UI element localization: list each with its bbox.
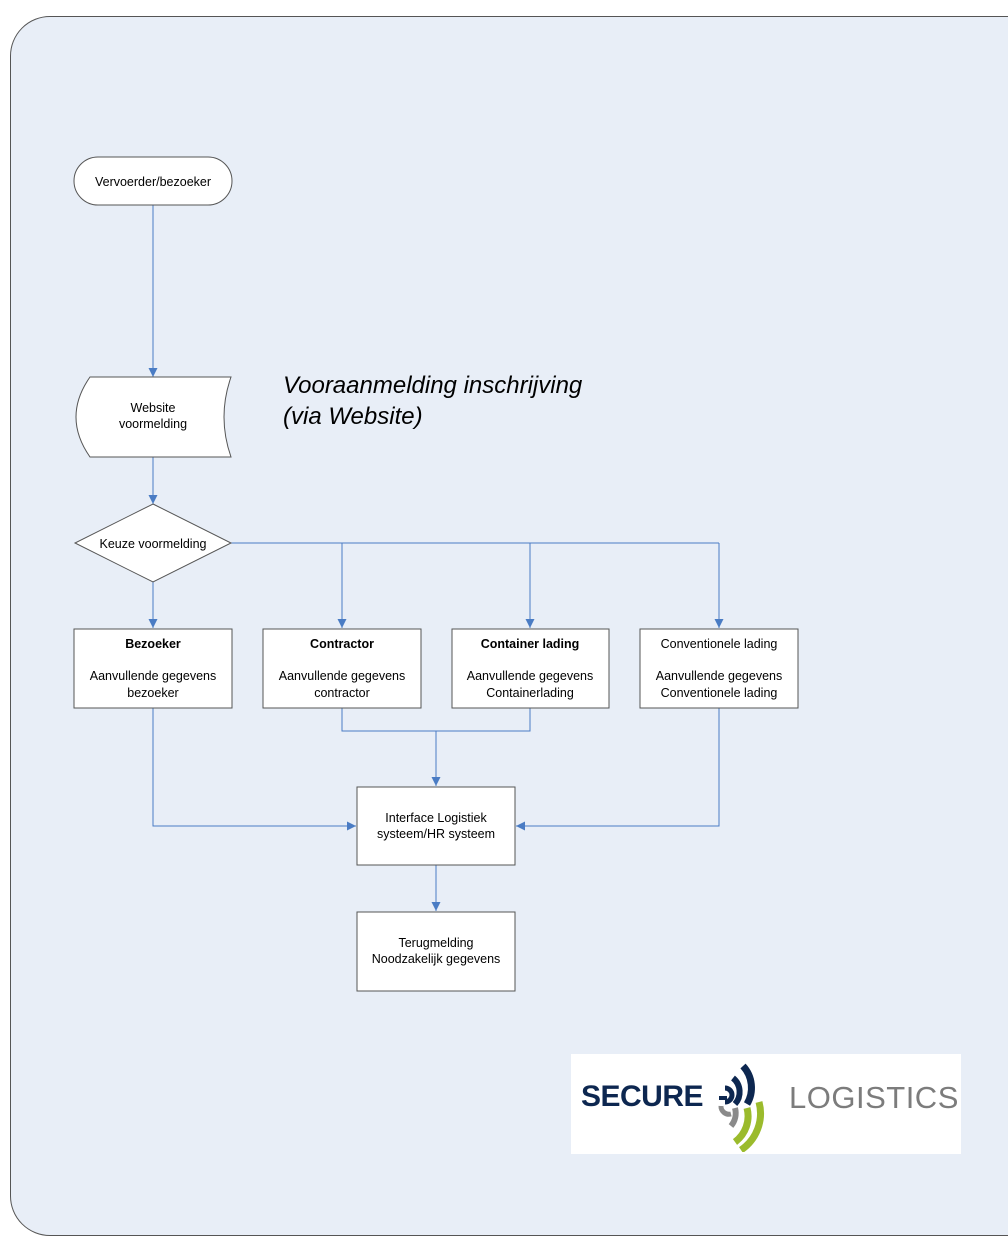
logo-word-logistics: LOGISTICS xyxy=(789,1080,959,1115)
node-container-line2: Containerlading xyxy=(486,686,574,700)
connector-contractor-container-merge xyxy=(341,708,531,732)
node-start-label: Vervoerder/bezoeker xyxy=(95,175,211,189)
node-interface-line2: systeem/HR systeem xyxy=(377,827,495,841)
signal-waves-icon xyxy=(718,1063,765,1152)
diagram-panel xyxy=(10,16,1008,1236)
heading-line1: Vooraanmelding inschrijving xyxy=(283,372,583,399)
heading-line2: (via Website) xyxy=(283,403,423,430)
node-website: Website voormelding xyxy=(75,376,232,458)
connectors xyxy=(148,205,724,911)
node-contractor: Contractor Aanvullende gegevens contract… xyxy=(262,628,422,709)
node-website-line1: Website xyxy=(131,401,176,415)
node-container-title: Container lading xyxy=(481,637,580,651)
node-bezoeker-title: Bezoeker xyxy=(125,637,181,651)
node-conventioneel: Conventionele lading Aanvullende gegeven… xyxy=(639,628,799,709)
node-bezoeker-line2: bezoeker xyxy=(127,686,178,700)
node-conventioneel-line1: Aanvullende gegevens xyxy=(656,669,783,683)
node-start: Vervoerder/bezoeker xyxy=(73,156,233,206)
node-conventioneel-title: Conventionele lading xyxy=(661,637,778,651)
node-conventioneel-line2: Conventionele lading xyxy=(661,686,778,700)
connector-bezoeker-interface xyxy=(152,708,356,831)
flowchart: Vervoerder/bezoeker Website voormelding … xyxy=(73,156,799,992)
node-contractor-line2: contractor xyxy=(314,686,370,700)
node-contractor-title: Contractor xyxy=(310,637,374,651)
node-bezoeker-line1: Aanvullende gegevens xyxy=(90,669,217,683)
node-website-line2: voormelding xyxy=(119,417,187,431)
node-decision: Keuze voormelding xyxy=(73,503,233,583)
node-container-line1: Aanvullende gegevens xyxy=(467,669,594,683)
node-interface-line1: Interface Logistiek xyxy=(385,811,487,825)
secure-logistics-logo: SECURE LOGISTICS xyxy=(571,1054,961,1154)
node-decision-label: Keuze voormelding xyxy=(99,537,206,551)
node-container: Container lading Aanvullende gegevens Co… xyxy=(451,628,610,709)
node-terugmelding-line2: Noodzakelijk gegevens xyxy=(372,952,501,966)
connector-conventioneel-interface xyxy=(516,708,720,831)
node-bezoeker: Bezoeker Aanvullende gegevens bezoeker xyxy=(73,628,233,709)
logo-word-secure: SECURE xyxy=(581,1080,704,1113)
node-terugmelding-line1: Terugmelding xyxy=(398,936,473,950)
node-interface: Interface Logistiek systeem/HR systeem xyxy=(356,786,516,866)
node-contractor-line1: Aanvullende gegevens xyxy=(279,669,406,683)
node-terugmelding: Terugmelding Noodzakelijk gegevens xyxy=(356,911,516,992)
